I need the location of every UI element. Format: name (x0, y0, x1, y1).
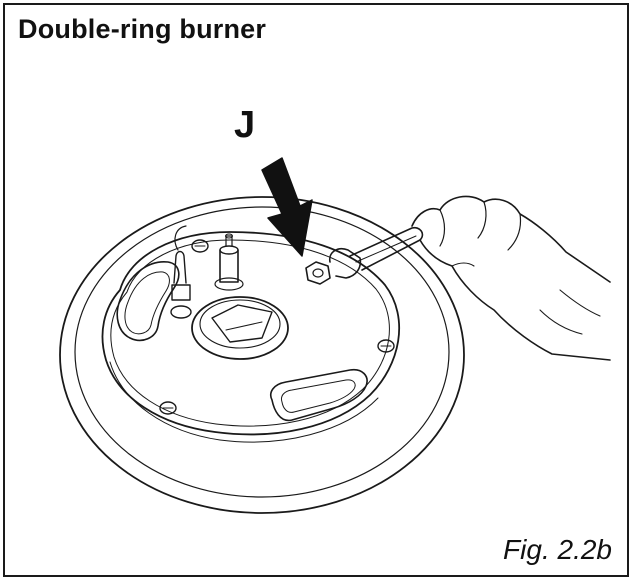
figure-title: Double-ring burner (18, 14, 267, 44)
screw-bottom-left (159, 401, 177, 415)
figure-caption: Fig. 2.2b (503, 534, 612, 565)
thermocouple-probe (170, 225, 192, 319)
hob-outer-rings (59, 196, 465, 514)
callout-arrow-icon (261, 157, 313, 257)
lower-slot (270, 368, 368, 422)
figure-frame (3, 3, 629, 577)
hand-icon (411, 195, 611, 361)
central-injector-cup (191, 296, 289, 360)
ignition-electrode (214, 233, 244, 291)
burner-base-plate (101, 231, 401, 443)
screw-top-left (191, 239, 209, 253)
screw-right (377, 339, 395, 353)
wrench-icon (328, 226, 424, 279)
callout-label-j: J (234, 104, 256, 146)
nut-icon (305, 261, 331, 285)
left-cavity (116, 261, 180, 342)
